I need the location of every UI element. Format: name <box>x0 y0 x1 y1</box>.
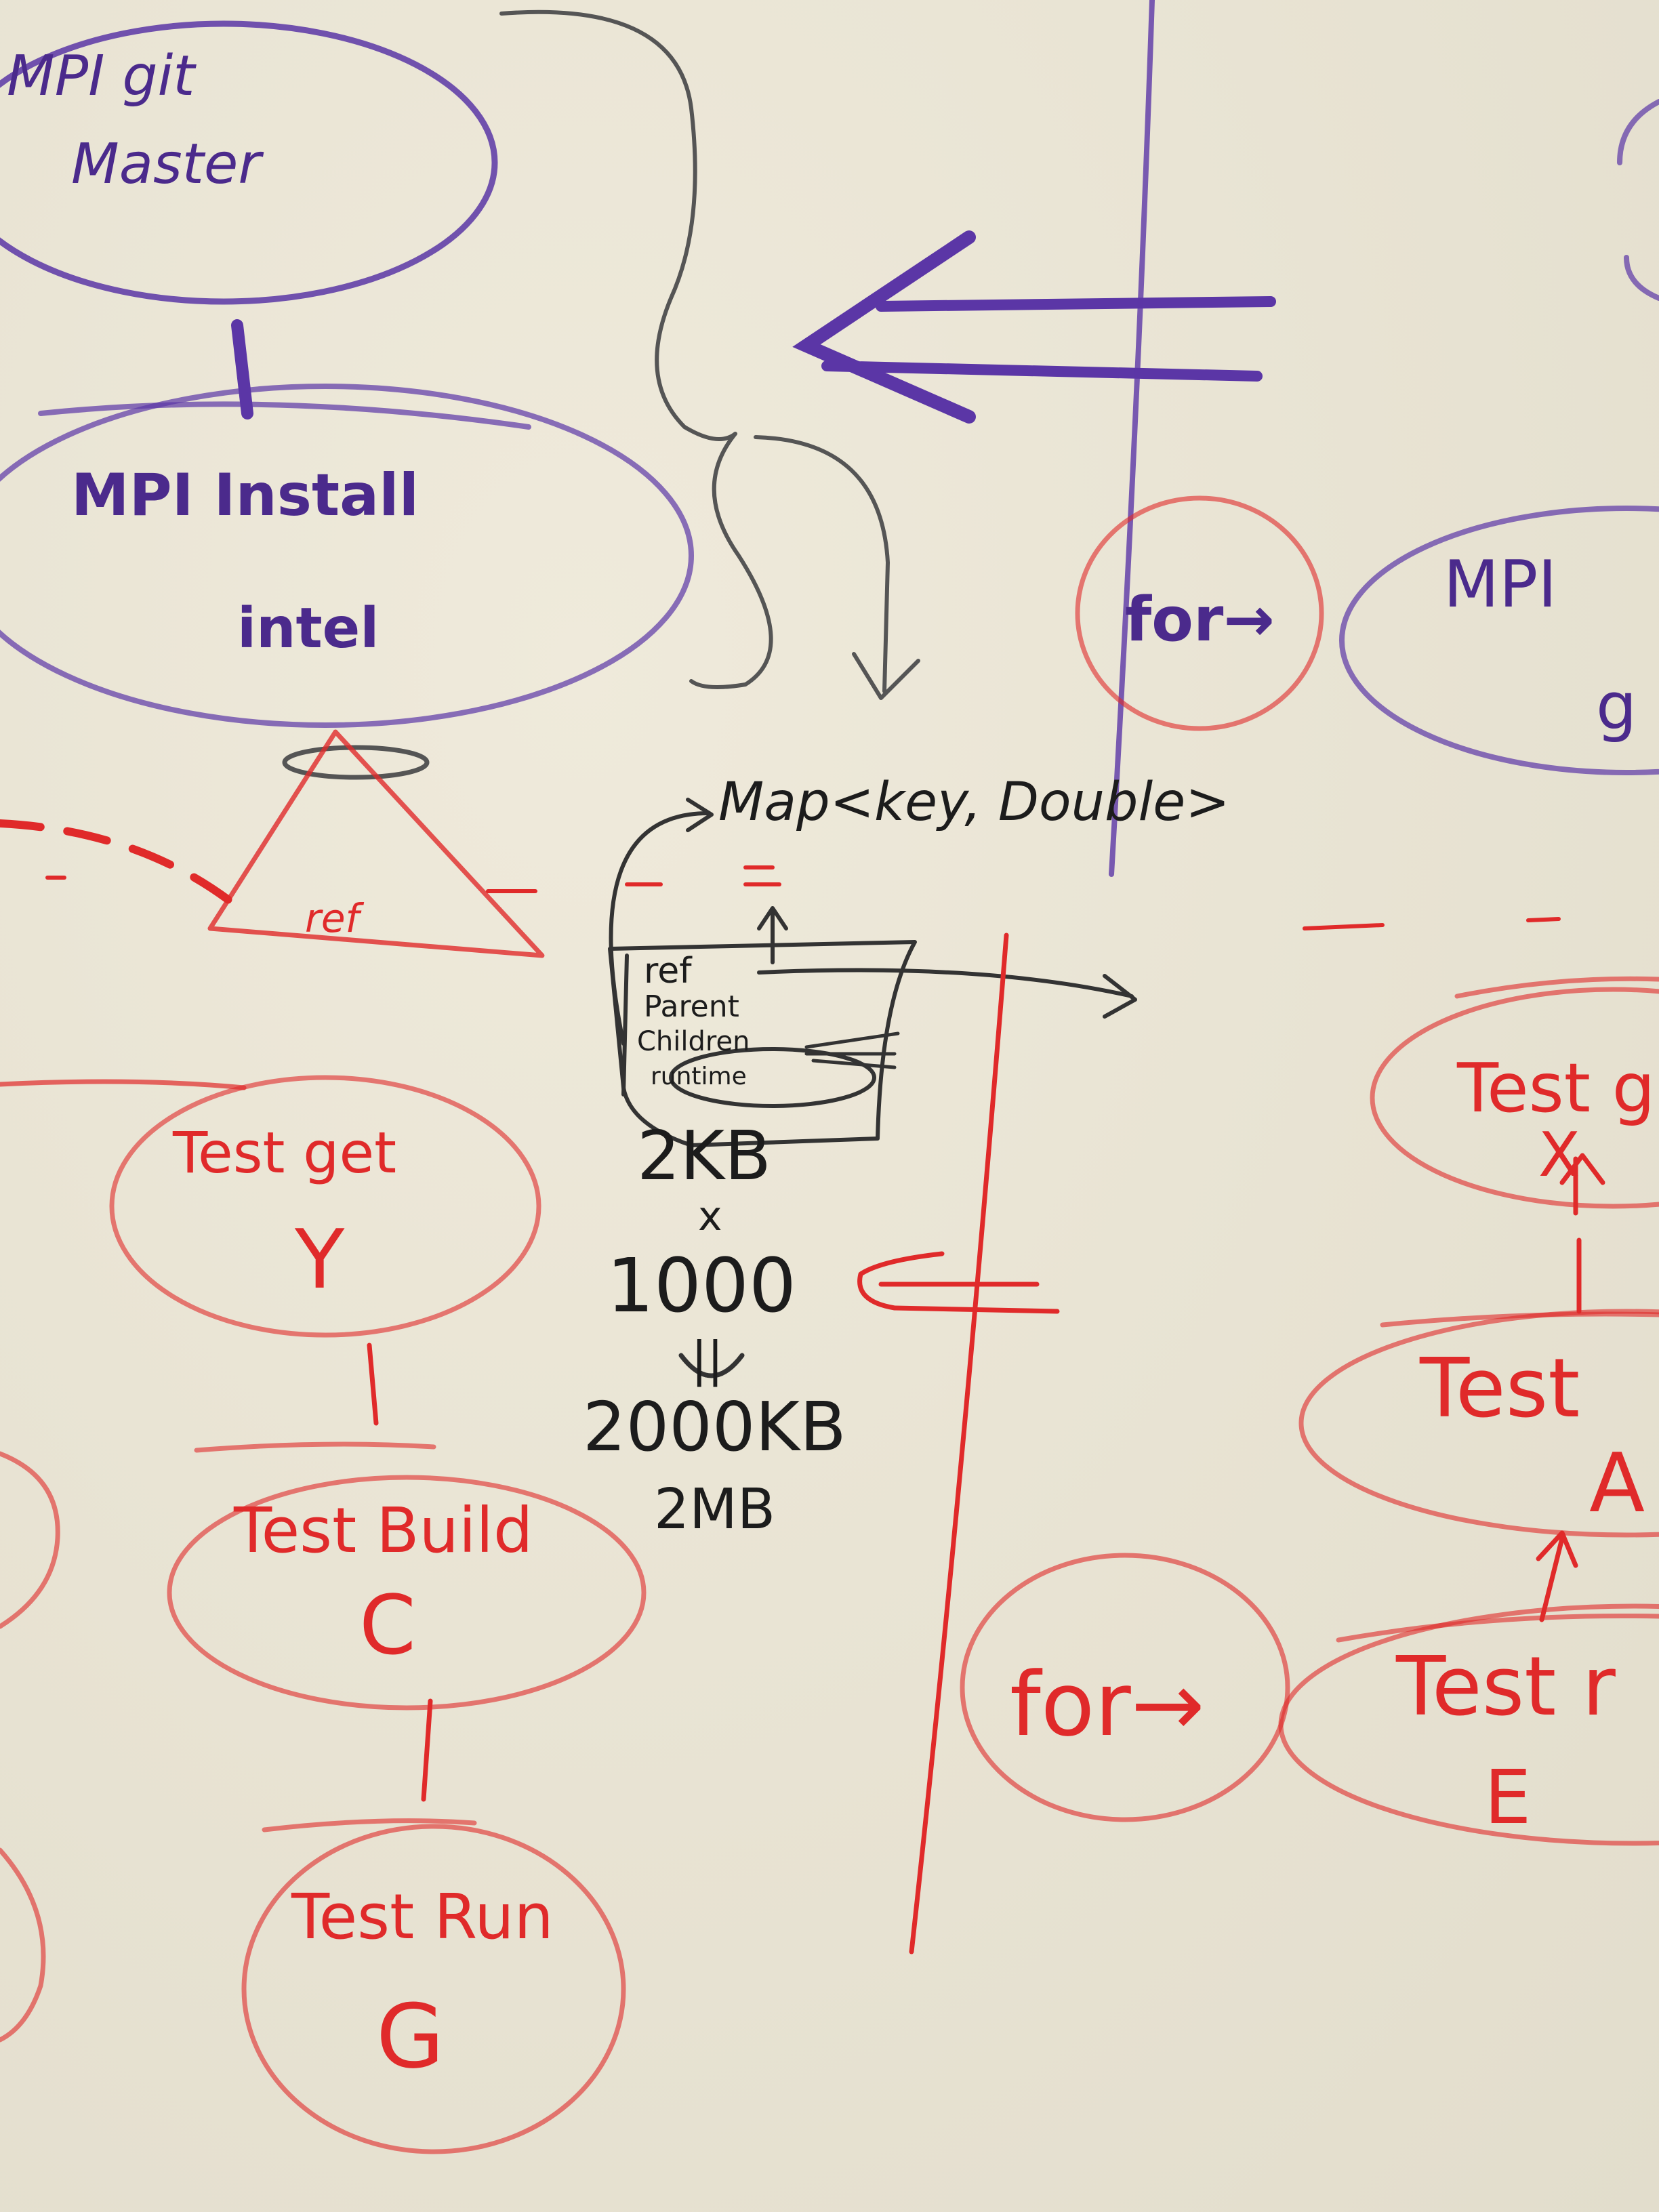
red-labels: ref Test get Y Test Build C Test Run G f… <box>172 895 1655 2088</box>
ref-right-arrow <box>757 968 1134 998</box>
test-right-mid-node <box>1298 1309 1659 1538</box>
struct-box <box>608 940 917 1147</box>
test-get-node <box>109 1075 541 1338</box>
test-build-line2: C <box>359 1579 416 1673</box>
right-top-line1: Test g <box>1456 1048 1655 1128</box>
calc-2kb: 2KB <box>637 1116 771 1195</box>
red-diagram <box>0 495 1659 2154</box>
struct-field-ref: ref <box>644 951 693 991</box>
mpi-master-node <box>0 20 498 305</box>
curly-brace <box>499 9 773 689</box>
purple-divider <box>1109 0 1155 877</box>
mpi-right-label: MPI <box>1443 548 1557 622</box>
mpi-intel-line2: intel <box>237 596 379 661</box>
calc-2000kb: 2000KB <box>583 1387 846 1467</box>
map-text: Map<key, Double> <box>718 772 1230 833</box>
test-get-line2: Y <box>294 1213 345 1307</box>
connector-master-intel <box>231 319 253 419</box>
right-top-line2: X <box>1538 1120 1580 1191</box>
for-bottom-node <box>960 1553 1290 1822</box>
ref-label: ref <box>305 895 365 941</box>
test-get-line1: Test get <box>172 1120 396 1186</box>
for-top-label: for→ <box>1125 584 1275 655</box>
calc-2mb: 2MB <box>654 1477 775 1542</box>
mpi-master-line1: MPI git <box>7 44 197 108</box>
struct-field-parent: Parent <box>644 989 739 1024</box>
right-bottom-line2: E <box>1484 1754 1532 1841</box>
big-left-arrow <box>792 230 976 424</box>
struct-field-runtime: runtime <box>651 1063 747 1090</box>
dashed-arc <box>0 819 234 905</box>
black-diagram <box>499 9 1137 1378</box>
test-right-bottom-node <box>1278 1603 1659 1846</box>
mpi-right-sub: g <box>1596 670 1637 744</box>
struct-field-children: Children <box>637 1026 750 1057</box>
test-build-line1: Test Build <box>233 1494 533 1567</box>
test-right-top-node <box>1370 987 1659 1209</box>
black-labels: Map<key, Double> ref Parent Children run… <box>583 772 1230 1542</box>
calc-1000: 1000 <box>607 1242 796 1329</box>
runtime-highlight <box>669 1047 876 1108</box>
for-bottom-label: for→ <box>1010 1653 1205 1756</box>
loop-arrow <box>609 811 710 1046</box>
red-divider <box>909 933 1009 1954</box>
mpi-master-line2: Master <box>71 132 264 197</box>
brace-to-map-arrow <box>754 435 890 693</box>
purple-labels: MPI git Master MPI Install intel for→ MP… <box>7 44 1637 744</box>
for-top-node <box>1075 495 1324 731</box>
right-bottom-line1: Test r <box>1395 1640 1616 1734</box>
test-build-node <box>167 1475 647 1711</box>
mpi-intel-line1: MPI Install <box>71 462 419 529</box>
calc-equals: || <box>691 1332 723 1387</box>
test-run-node <box>241 1824 626 2154</box>
halo-icon <box>282 745 430 780</box>
mpi-intel-node <box>0 384 694 728</box>
purple-diagram <box>0 0 1659 877</box>
ref-triangle <box>207 729 545 958</box>
test-run-line2: G <box>376 1985 445 2088</box>
test-run-line1: Test Run <box>291 1881 554 1953</box>
right-mid-line1: Test <box>1419 1342 1580 1436</box>
calc-times: x <box>698 1193 722 1240</box>
red-left-arrow <box>857 1251 945 1311</box>
mpi-right-node <box>1339 506 1659 775</box>
right-mid-line2: A <box>1589 1437 1645 1531</box>
